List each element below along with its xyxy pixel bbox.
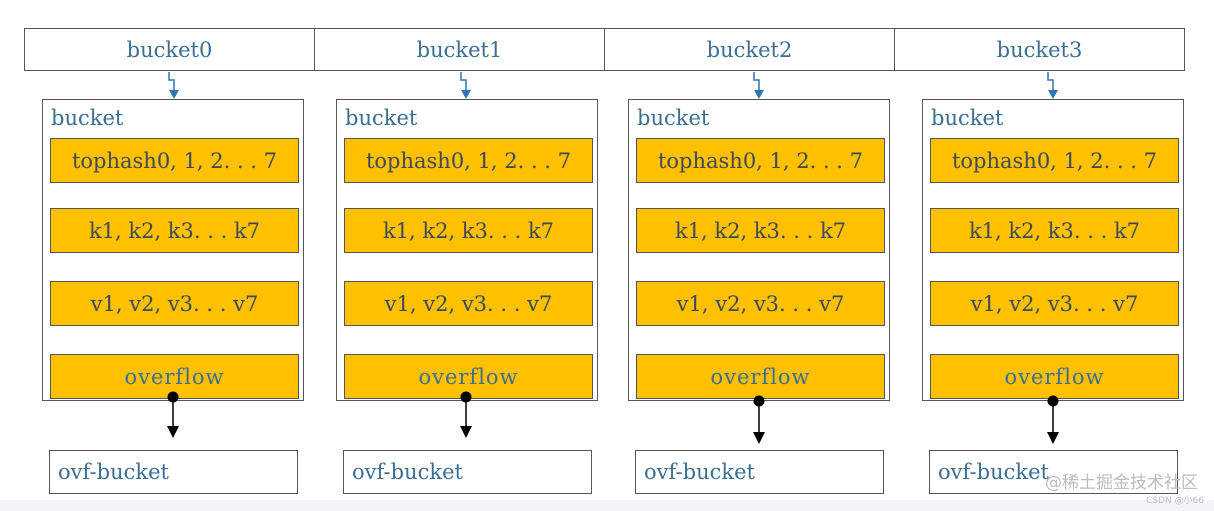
bucket-box: bucket tophash0, 1, 2. . . 7 k1, k2, k3.… [336, 99, 598, 401]
header-cell-bucket3: bucket3 [996, 37, 1083, 62]
values-field: v1, v2, v3. . . v7 [344, 281, 593, 326]
bucket-label: bucket [345, 106, 418, 130]
overflow-field: overflow [344, 354, 593, 399]
bucket-column-1: bucket tophash0, 1, 2. . . 7 k1, k2, k3.… [336, 0, 598, 511]
tophash-field: tophash0, 1, 2. . . 7 [930, 138, 1179, 183]
ovf-bucket-box: ovf-bucket [49, 450, 298, 494]
overflow-pointer-arrow-icon [460, 391, 472, 438]
ovf-bucket-box: ovf-bucket [929, 450, 1178, 494]
bucket-box: bucket tophash0, 1, 2. . . 7 k1, k2, k3.… [628, 99, 890, 401]
link-arrow-icon [1047, 72, 1058, 99]
watermark: @稀土掘金技术社区 CSDN @小66 [1045, 473, 1204, 506]
overflow-field: overflow [930, 354, 1179, 399]
bucket-label: bucket [51, 106, 124, 130]
header-cell-bucket1: bucket1 [315, 29, 605, 70]
header-cell-bucket2: bucket2 [605, 29, 895, 70]
bucket-box: bucket tophash0, 1, 2. . . 7 k1, k2, k3.… [42, 99, 304, 401]
ovf-bucket-box: ovf-bucket [343, 450, 592, 494]
bucket-column-3: bucket tophash0, 1, 2. . . 7 k1, k2, k3.… [922, 0, 1184, 511]
bottom-band [0, 500, 1214, 511]
overflow-field: overflow [636, 354, 885, 399]
keys-field: k1, k2, k3. . . k7 [344, 208, 593, 253]
bucket-array-header: bucket0 bucket1 bucket2 bucket3 [24, 28, 1185, 71]
header-cell-bucket0: bucket0 [25, 29, 315, 70]
link-arrow-icon [753, 72, 764, 99]
ovf-bucket-box: ovf-bucket [635, 450, 884, 494]
values-field: v1, v2, v3. . . v7 [930, 281, 1179, 326]
tophash-field: tophash0, 1, 2. . . 7 [636, 138, 885, 183]
tophash-field: tophash0, 1, 2. . . 7 [50, 138, 299, 183]
bucket-column-2: bucket tophash0, 1, 2. . . 7 k1, k2, k3.… [628, 0, 890, 511]
keys-field: k1, k2, k3. . . k7 [50, 208, 299, 253]
values-field: v1, v2, v3. . . v7 [636, 281, 885, 326]
bucket-box: bucket tophash0, 1, 2. . . 7 k1, k2, k3.… [922, 99, 1184, 401]
overflow-pointer-arrow-icon [167, 391, 179, 438]
tophash-field: tophash0, 1, 2. . . 7 [344, 138, 593, 183]
bucket-label: bucket [637, 106, 710, 130]
bucket-label: bucket [931, 106, 1004, 130]
watermark-text: @稀土掘金技术社区 [1045, 473, 1198, 493]
keys-field: k1, k2, k3. . . k7 [930, 208, 1179, 253]
keys-field: k1, k2, k3. . . k7 [636, 208, 885, 253]
watermark-sub: CSDN @小66 [1146, 496, 1204, 506]
overflow-pointer-arrow-icon [753, 395, 765, 444]
link-arrow-icon [168, 72, 179, 99]
overflow-pointer-arrow-icon [1047, 395, 1059, 444]
bucket-column-0: bucket tophash0, 1, 2. . . 7 k1, k2, k3.… [42, 0, 304, 511]
link-arrow-icon [460, 72, 471, 99]
values-field: v1, v2, v3. . . v7 [50, 281, 299, 326]
